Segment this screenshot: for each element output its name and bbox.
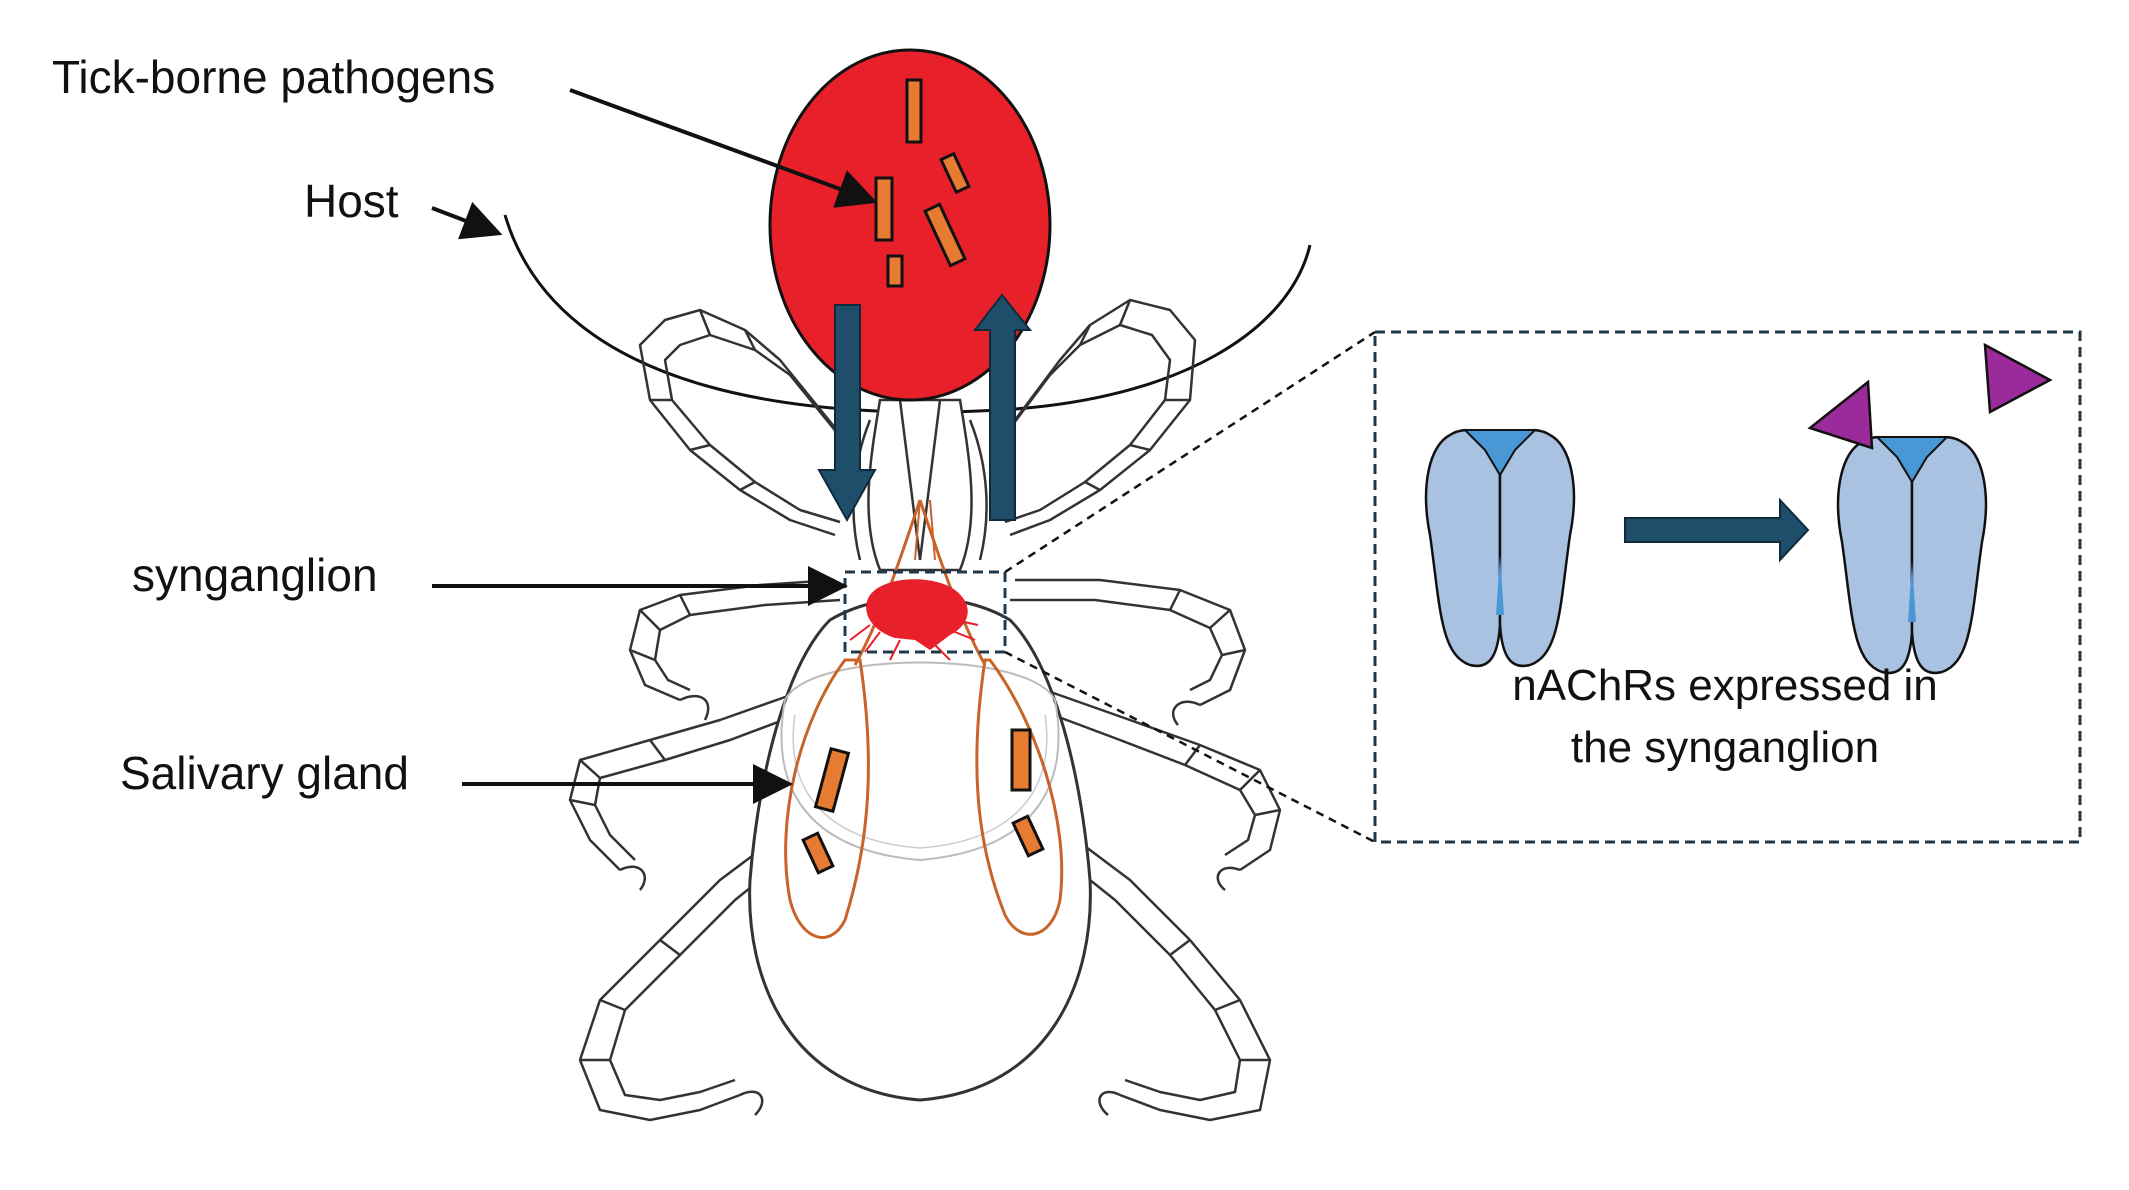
- label-synganglion: synganglion: [132, 549, 378, 601]
- arrow-up-icon: [972, 293, 1033, 521]
- label-tick-borne-pathogens: Tick-borne pathogens: [52, 51, 496, 103]
- inset-caption-line-1: nAChRs expressed in: [1512, 661, 1938, 710]
- ligand-triangle-icon: [1807, 379, 1874, 450]
- pathogens-salivary: [801, 728, 1045, 875]
- tick-capitulum: [852, 398, 988, 572]
- tick-legs: [568, 219, 1282, 1122]
- ligand-triangle-icon: [1983, 342, 2053, 415]
- arrow-down-icon: [817, 304, 877, 523]
- leg-left-1: [638, 308, 846, 537]
- tick-scutum: [780, 661, 1060, 862]
- synganglion: [849, 579, 979, 661]
- leg-right-1: [999, 298, 1197, 537]
- label-salivary-gland: Salivary gland: [120, 747, 409, 799]
- nachr-receptor-icon: [1424, 428, 1576, 668]
- arrow-host: [431, 201, 503, 240]
- inset-caption-line-2: the synganglion: [1570, 723, 1880, 772]
- arrow-pathogens: [569, 88, 878, 208]
- inset-caption: nAChRs expressed in the synganglion: [1375, 655, 2075, 779]
- tick-body: [748, 596, 1092, 1102]
- label-host: Host: [304, 175, 399, 227]
- salivary-gland-left: [784, 658, 870, 939]
- label-arrows: [431, 88, 878, 804]
- flow-arrows: [817, 293, 1033, 523]
- pathogens-blood: [874, 78, 971, 288]
- transition-arrow-icon: [1624, 497, 1810, 563]
- nachr-receptor-bound-icon: [1836, 435, 1988, 675]
- synganglion-zoom-box: [843, 570, 1007, 654]
- salivary-gland-right: [975, 658, 1064, 936]
